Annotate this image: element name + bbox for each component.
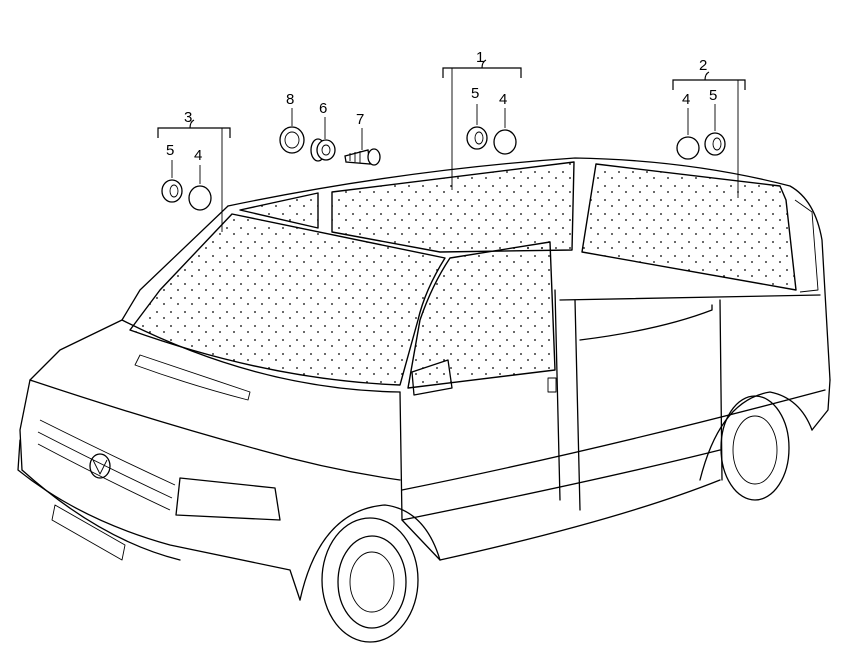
callout-4-group3: 4 [194, 147, 202, 164]
callout-4-group2: 4 [682, 91, 690, 108]
part-5-grommet-group2 [704, 132, 726, 156]
callout-2: 2 [699, 57, 707, 74]
callout-3: 3 [184, 109, 192, 126]
callout-5-group1: 5 [471, 85, 479, 102]
small-front-quarter-tint [239, 192, 319, 229]
windscreen-tint [129, 213, 446, 386]
callout-6: 6 [319, 100, 327, 117]
callout-4-group1: 4 [499, 91, 507, 108]
part-7-screw [344, 148, 381, 166]
callout-7: 7 [356, 111, 364, 128]
callout-5-group2: 5 [709, 87, 717, 104]
part-4-cap-group3 [188, 185, 212, 211]
front-door-window-tint [407, 241, 556, 389]
callout-8: 8 [286, 91, 294, 108]
part-5-grommet-group3 [161, 179, 183, 203]
part-6-grommet [310, 138, 336, 162]
callout-5-group3: 5 [166, 142, 174, 159]
callout-1: 1 [476, 49, 484, 66]
part-5-grommet-group1 [466, 126, 488, 150]
van-outline [17, 157, 831, 643]
part-8-cap [279, 126, 305, 154]
part-4-cap-group2 [676, 136, 700, 160]
leader-lines [157, 59, 746, 232]
rear-side-window-tint [581, 163, 797, 291]
middle-side-window-tint [331, 161, 575, 253]
part-4-cap-group1 [493, 129, 517, 155]
